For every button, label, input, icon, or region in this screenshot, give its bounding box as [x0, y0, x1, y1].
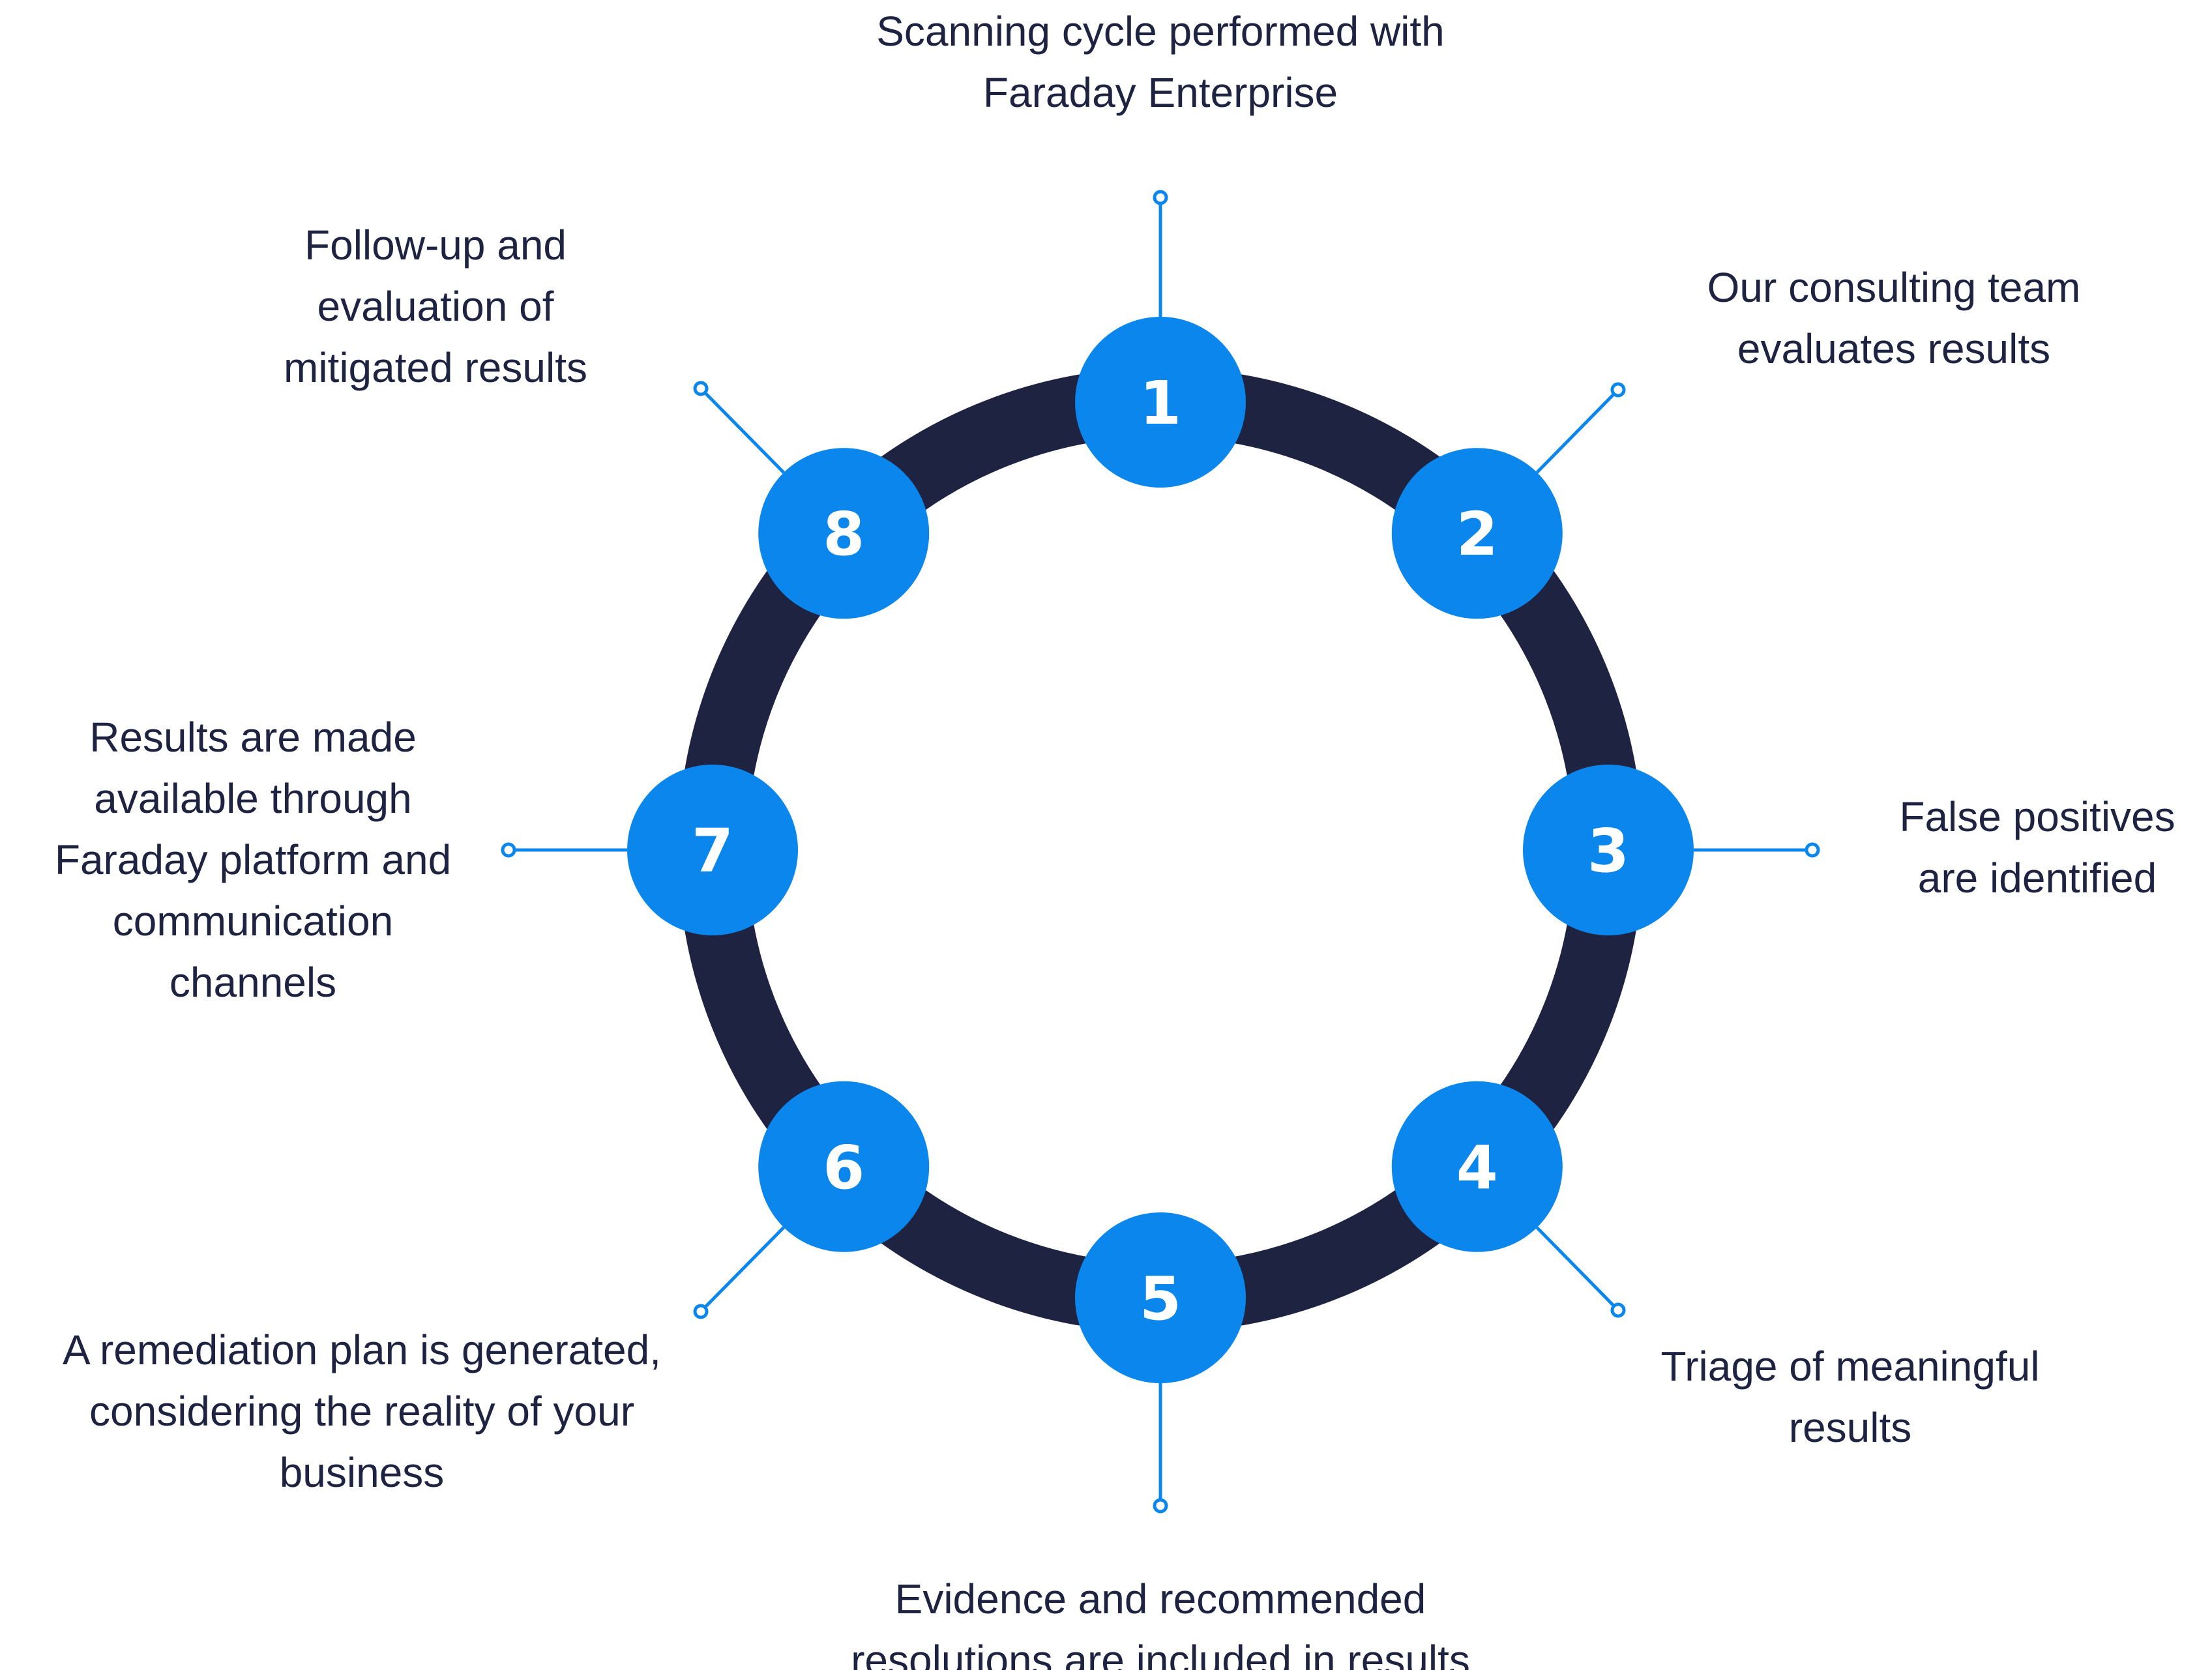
step-label-6: A remediation plan is generated, consider…: [63, 1326, 661, 1496]
step-label-8: Follow-up and evaluation of mitigated resu…: [284, 222, 587, 391]
connector-line-8: [700, 387, 785, 474]
step-label-line: mitigated results: [284, 344, 587, 391]
connector-line-2: [1535, 388, 1619, 474]
step-node-7: [627, 765, 798, 935]
step-node-1: [1075, 317, 1246, 488]
step-label-line: Results are made: [89, 714, 417, 761]
connector-dot-6: [693, 1304, 709, 1319]
step-label-line: evaluation of: [317, 283, 554, 330]
step-label-line: available through: [94, 775, 411, 822]
step-label-line: results: [1789, 1404, 1912, 1451]
step-label-line: considering the reality of your: [89, 1388, 634, 1435]
step-node-8: [758, 448, 930, 619]
step-number-4: 4: [1456, 1133, 1498, 1203]
connector-line-4: [1535, 1226, 1619, 1311]
step-label-5: Evidence and recommended resolutions are …: [851, 1575, 1470, 1670]
step-label-3: False positives are identified: [1899, 793, 2175, 901]
step-node-5: [1075, 1212, 1246, 1383]
step-number-7: 7: [692, 816, 733, 886]
step-label-line: False positives: [1899, 793, 2175, 840]
step-number-6: 6: [823, 1133, 864, 1203]
step-label-line: evaluates results: [1737, 325, 2050, 372]
connector-line-6: [700, 1226, 785, 1313]
connector-dot-1: [1153, 190, 1168, 205]
step-node-6: [758, 1081, 930, 1252]
step-nodes: 1 2 3 4 5 6 7 8: [627, 317, 1694, 1383]
step-label-line: channels: [170, 959, 336, 1006]
step-label-line: Evidence and recommended: [895, 1575, 1426, 1622]
step-number-2: 2: [1456, 499, 1498, 569]
step-label-line: Faraday platform and: [55, 836, 451, 883]
connector-dot-2: [1610, 382, 1626, 398]
connector-dot-4: [1610, 1302, 1626, 1318]
step-label-line: are identified: [1918, 855, 2157, 901]
step-label-line: Triage of meaningful: [1660, 1343, 2039, 1390]
connector-dot-7: [501, 842, 516, 858]
step-label-line: resolutions are included in results: [851, 1637, 1470, 1670]
step-node-4: [1391, 1081, 1563, 1252]
step-label-line: business: [280, 1449, 445, 1496]
step-number-8: 8: [823, 499, 864, 569]
connector-lines: [501, 190, 1820, 1514]
step-label-line: Scanning cycle performed with: [876, 8, 1445, 55]
step-number-3: 3: [1587, 816, 1629, 886]
step-label-line: Our consulting team: [1707, 264, 2081, 311]
step-number-1: 1: [1140, 368, 1181, 438]
connector-dot-8: [693, 381, 709, 396]
connector-dot-3: [1805, 842, 1820, 858]
step-label-2: Our consulting team evaluates results: [1707, 264, 2081, 372]
step-label-line: Follow-up and: [304, 222, 567, 269]
step-node-2: [1391, 448, 1563, 619]
step-label-line: communication: [113, 898, 393, 945]
step-label-line: A remediation plan is generated,: [63, 1326, 661, 1373]
step-label-line: Faraday Enterprise: [983, 69, 1338, 116]
step-label-4: Triage of meaningful results: [1660, 1343, 2039, 1451]
step-node-3: [1523, 765, 1694, 935]
step-number-5: 5: [1140, 1264, 1181, 1334]
connector-dot-5: [1153, 1498, 1168, 1514]
